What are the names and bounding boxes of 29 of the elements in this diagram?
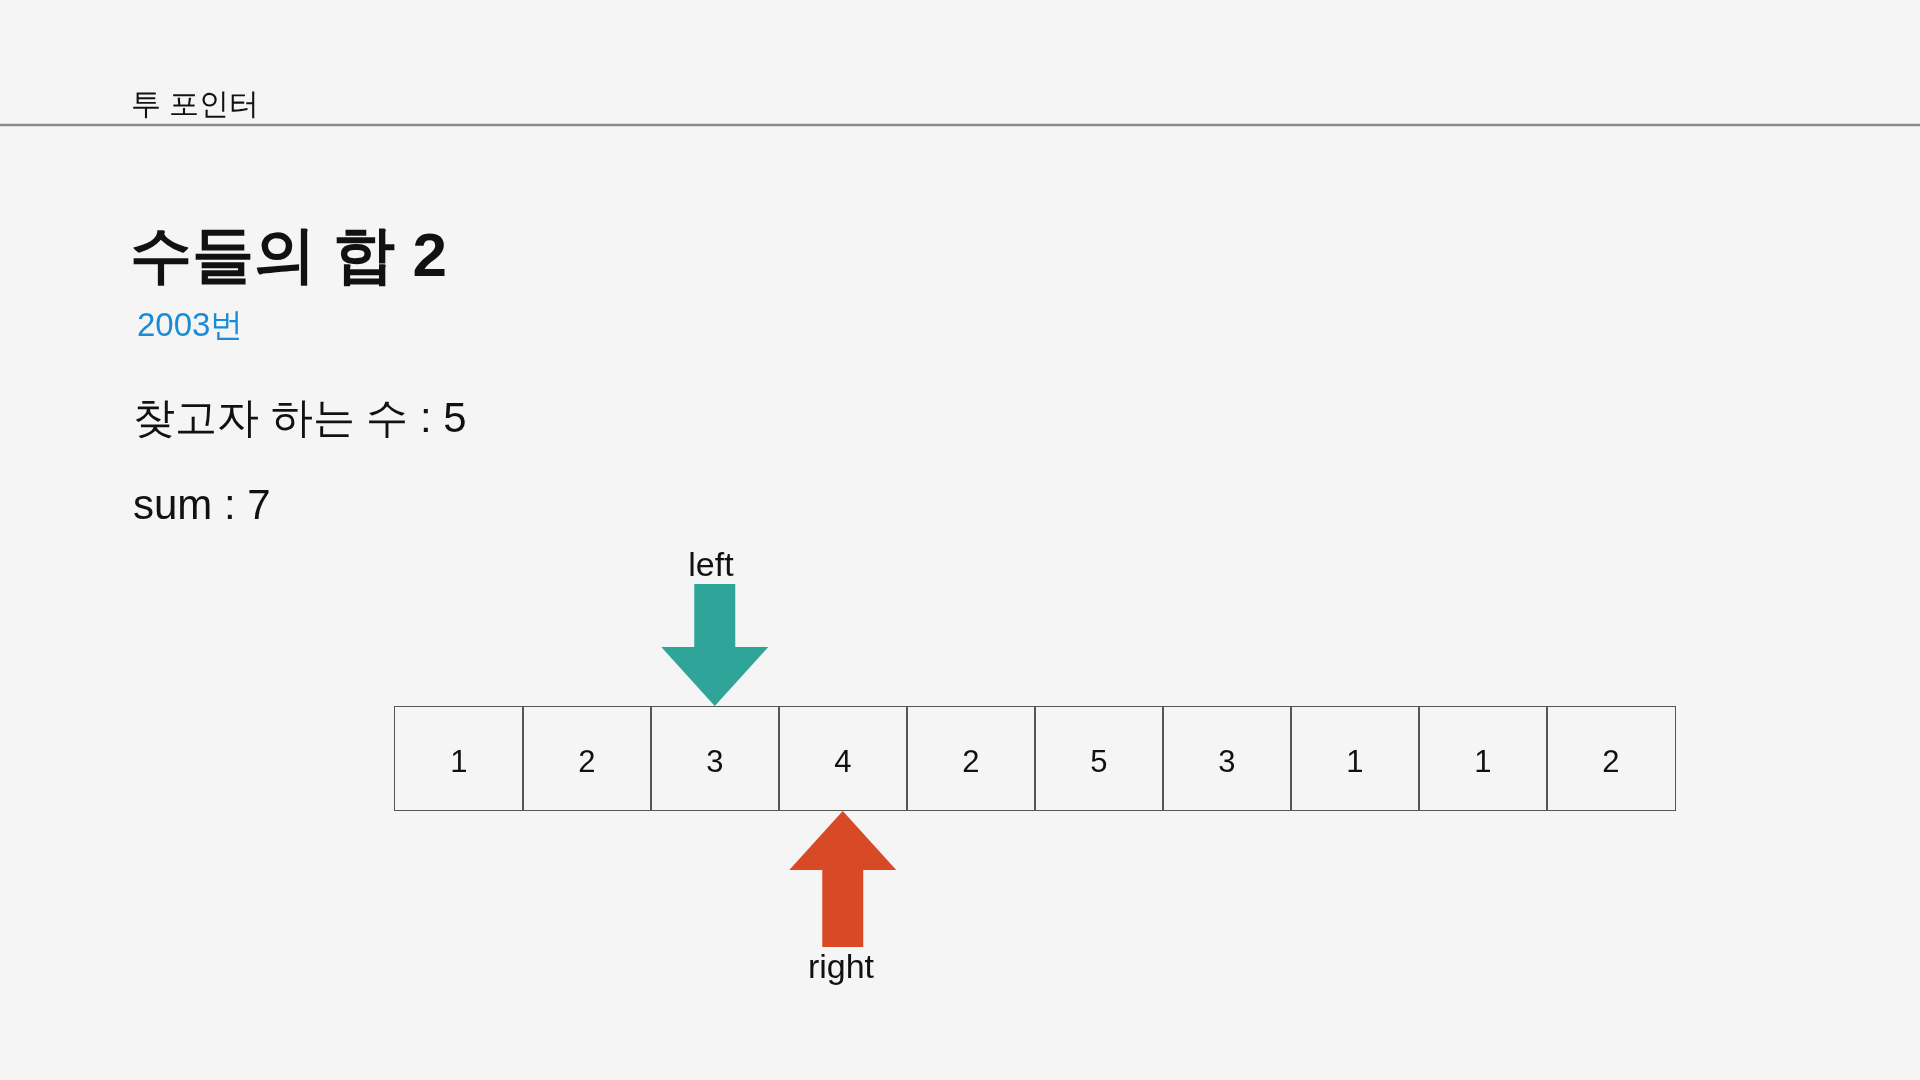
array-cell: [906, 706, 1036, 811]
block-arrow: [789, 811, 897, 947]
cell-value: 2: [962, 745, 980, 780]
array-cell: [1162, 706, 1292, 811]
target-text: 찾고자 하는 수 : 5: [133, 393, 467, 443]
problem-number: 2003번: [137, 305, 244, 345]
cell-value: 2: [1602, 745, 1620, 780]
cell-value: 1: [1346, 745, 1364, 780]
cell-value: 2: [578, 745, 596, 780]
cell-value: 1: [1474, 745, 1492, 780]
slide-title: 수들의 합 2: [130, 219, 447, 291]
array-cell: [1290, 706, 1420, 811]
array-cell: [394, 706, 524, 811]
cell-value: 4: [834, 745, 852, 780]
cell-value: 3: [1218, 745, 1236, 780]
cell-value: 1: [450, 745, 468, 780]
pointer-label: right: [807, 947, 875, 987]
array-cell: [522, 706, 652, 811]
array-cell: [650, 706, 780, 811]
array-cell: [1546, 706, 1676, 811]
array-cell: [1418, 706, 1548, 811]
section-header: 투 포인터: [131, 86, 260, 122]
pointer-label: left: [688, 545, 734, 585]
cell-value: 5: [1090, 745, 1108, 780]
array-cell: [778, 706, 908, 811]
cell-value: 3: [706, 745, 724, 780]
block-arrow: [661, 584, 769, 706]
array-cell: [1034, 706, 1164, 811]
sum-text: sum : 7: [133, 480, 271, 530]
